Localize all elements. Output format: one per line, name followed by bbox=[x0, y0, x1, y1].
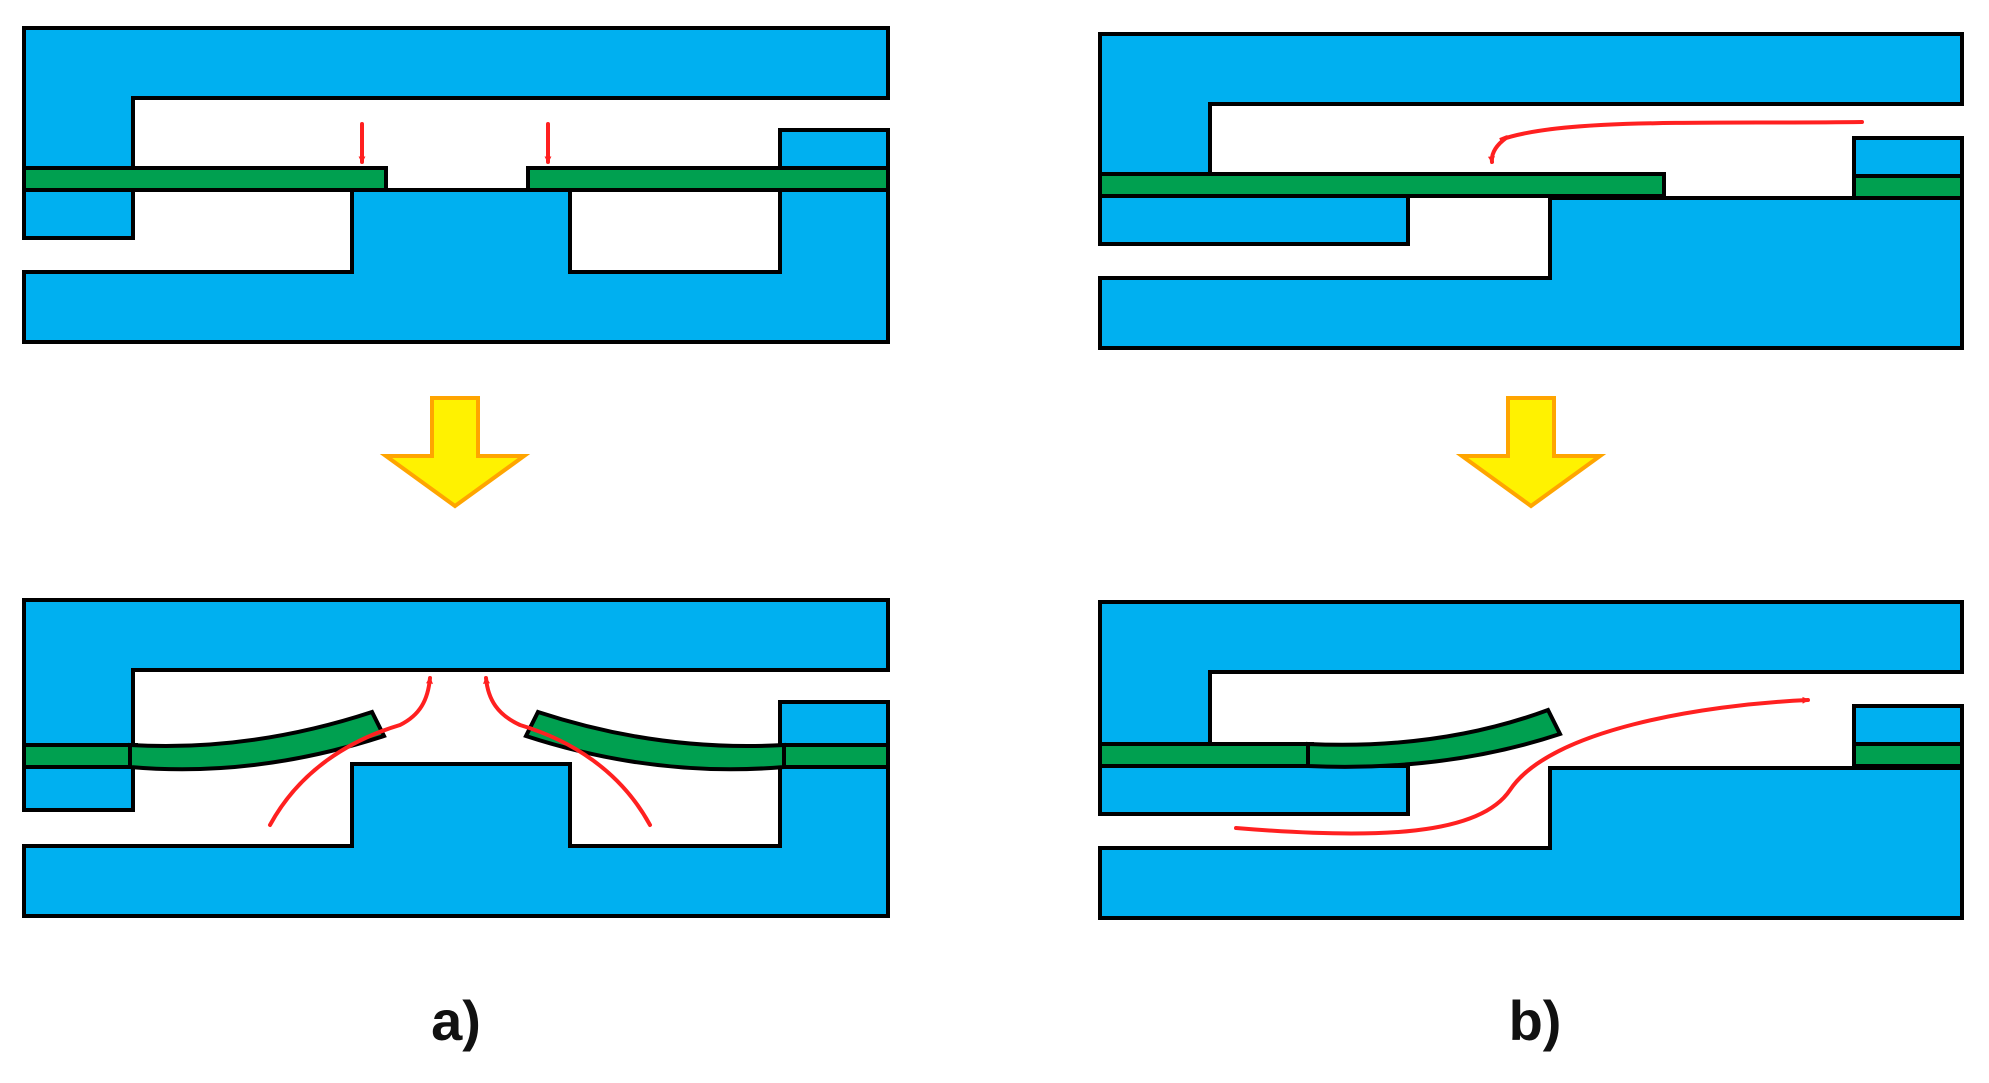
panel-b-transition-arrow bbox=[1455, 396, 1607, 509]
panel-b-bottom-right-block bbox=[1852, 704, 1964, 746]
panel-a-top-left-membrane bbox=[22, 166, 388, 192]
panel-b-bottom-right-membrane bbox=[1852, 742, 1964, 768]
panel-a-right-flow-arrow bbox=[483, 676, 652, 827]
panel-a-open bbox=[22, 598, 890, 918]
panel-a-bottom-upper-housing bbox=[22, 598, 890, 812]
panel-a-bottom-lower-base bbox=[22, 762, 890, 918]
panel-a-bottom-left-membrane-fixed bbox=[22, 743, 138, 769]
panel-b-top-membrane bbox=[1098, 172, 1666, 198]
panel-b-bottom-membrane-flap bbox=[1306, 707, 1563, 769]
panel-b-backflow-arrow bbox=[1487, 120, 1864, 164]
panel-b-forward-flow-arrow bbox=[1234, 696, 1810, 836]
panel-a-left-flow-arrow bbox=[268, 676, 433, 827]
panel-b-top-upper-housing bbox=[1098, 32, 1964, 176]
panel-a-bottom-right-membrane-fixed bbox=[778, 743, 890, 769]
panel-b-label: b) bbox=[1509, 989, 1562, 1052]
panel-b-top-right-membrane bbox=[1852, 174, 1964, 200]
panel-b-top-right-block bbox=[1852, 136, 1964, 178]
panel-a-top-lower-base bbox=[22, 188, 890, 344]
panel-a-top-upper-housing bbox=[22, 26, 890, 240]
panel-a-top-right-membrane bbox=[526, 166, 890, 192]
panel-a-bottom-left-membrane-flap bbox=[128, 709, 387, 772]
panel-b-open bbox=[1098, 600, 1964, 920]
panel-a-closed bbox=[22, 26, 890, 344]
panel-a-bottom-right-membrane-flap bbox=[523, 709, 786, 772]
panel-b-bottom-left-lower-block bbox=[1098, 764, 1410, 816]
panel-a-transition-arrow bbox=[379, 396, 531, 509]
panel-b-bottom-membrane-fixed bbox=[1098, 742, 1314, 768]
panel-a-label: a) bbox=[431, 989, 481, 1052]
panel-b-closed bbox=[1098, 32, 1964, 350]
panel-b-top-left-lower-block bbox=[1098, 194, 1410, 246]
panel-a-bottom-right-block bbox=[778, 700, 890, 750]
